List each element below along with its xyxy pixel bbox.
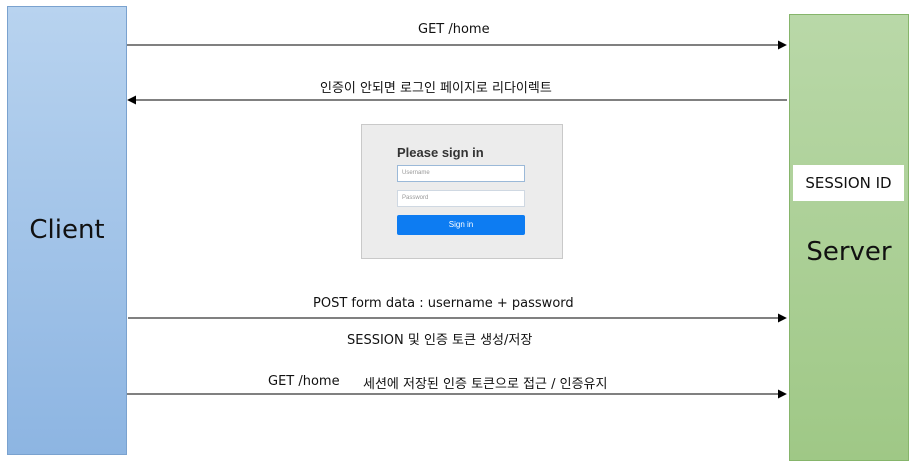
client-lifeline-box: Client <box>7 6 127 455</box>
server-label: Server <box>806 237 892 267</box>
client-label: Client <box>29 215 105 245</box>
message-access-note: 세션에 저장된 인증 토큰으로 접근 / 인증유지 <box>363 377 608 392</box>
session-id-badge: SESSION ID <box>793 165 904 201</box>
message-redirect: 인증이 안되면 로그인 페이지로 리다이렉트 <box>320 81 552 96</box>
message-get-home: GET /home <box>418 22 490 37</box>
message-post-form: POST form data : username + password <box>313 296 574 311</box>
login-form-thumbnail: Please sign in Username Password Sign in <box>361 124 563 259</box>
username-field[interactable]: Username <box>397 165 525 182</box>
message-get-home-again: GET /home <box>268 374 340 389</box>
password-field[interactable]: Password <box>397 190 525 207</box>
sign-in-button[interactable]: Sign in <box>397 215 525 235</box>
login-title: Please sign in <box>397 145 484 160</box>
message-session-create: SESSION 및 인증 토큰 생성/저장 <box>347 333 533 348</box>
server-lifeline-box: Server <box>789 14 909 461</box>
